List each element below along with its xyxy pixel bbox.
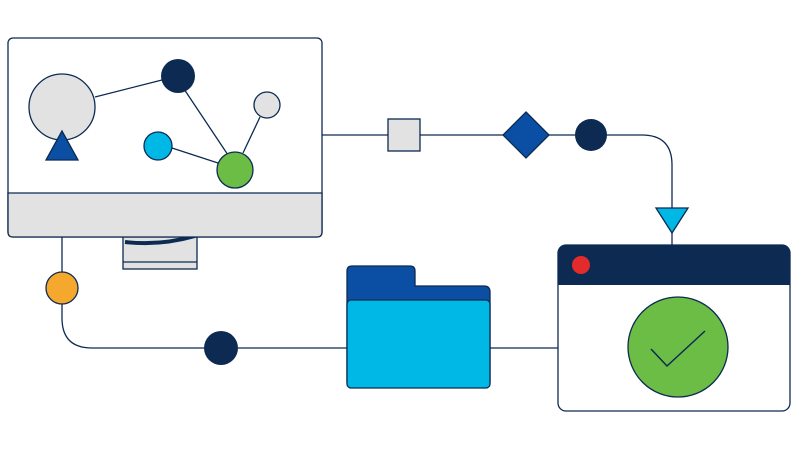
connector-dot-to-curve [61, 304, 205, 349]
diamond-icon [502, 111, 550, 159]
bottom-navy-dot [204, 331, 238, 365]
network-nodes-icon [28, 59, 281, 189]
monitor-bezel [7, 192, 323, 238]
square-icon [387, 118, 421, 152]
green-node [216, 151, 254, 189]
triangle-up-icon [44, 129, 80, 161]
cyan-node [143, 131, 173, 161]
orange-node [45, 271, 79, 305]
folder-front [346, 299, 491, 389]
folder-icon [346, 265, 491, 389]
close-dot-icon [572, 256, 590, 274]
checkmark-circle-icon [627, 296, 729, 398]
browser-window-icon [557, 244, 791, 412]
top-navy-dot [575, 119, 607, 151]
triangle-down-icon [654, 207, 690, 235]
navy-node [161, 59, 195, 93]
browser-titlebar [558, 245, 790, 285]
connector-dot-to-arrow [607, 134, 673, 208]
monitor-stand [122, 234, 198, 270]
small-gray-node [253, 91, 281, 119]
